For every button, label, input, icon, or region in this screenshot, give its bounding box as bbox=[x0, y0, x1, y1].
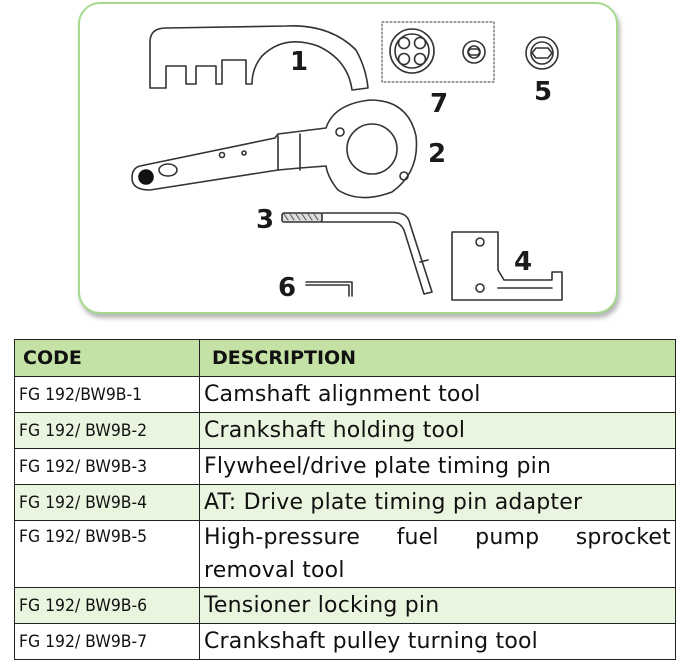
part-code: FG 192/ BW9B-3 bbox=[14, 448, 200, 485]
tool-number-2: 2 bbox=[428, 139, 446, 169]
part-code: FG 192/ BW9B-7 bbox=[14, 623, 200, 660]
part-description: High-pressure fuel pump sprocket removal… bbox=[199, 520, 676, 588]
part-code-text: FG 192/ BW9B-5 bbox=[19, 527, 148, 547]
part-code: FG 192/ BW9B-6 bbox=[14, 587, 200, 624]
crankshaft-holding-tool-drawing bbox=[131, 99, 418, 199]
part-code-text: FG 192/ BW9B-6 bbox=[19, 595, 148, 616]
parts-table: CODE DESCRIPTION FG 192/BW9B-1 Camshaft … bbox=[14, 339, 676, 660]
part-code: FG 192/BW9B-1 bbox=[14, 376, 200, 413]
camshaft-alignment-tool-drawing bbox=[149, 25, 369, 91]
part-description: Crankshaft holding tool bbox=[199, 412, 676, 449]
tool-number-5: 5 bbox=[534, 77, 552, 107]
table-row: FG 192/ BW9B-7 Crankshaft pulley turning… bbox=[14, 623, 676, 660]
code-column-header: CODE bbox=[14, 339, 200, 377]
crankshaft-pulley-turning-tool-drawing bbox=[381, 21, 495, 83]
part-code: FG 192/ BW9B-5 bbox=[14, 520, 200, 588]
tool-illustration: 1 2 3 4 5 6 7 bbox=[131, 21, 563, 303]
tool-number-4: 4 bbox=[514, 247, 532, 277]
part-code-text: FG 192/ BW9B-4 bbox=[19, 492, 148, 513]
table-row: FG 192/BW9B-1 Camshaft alignment tool bbox=[14, 376, 676, 413]
part-description: AT: Drive plate timing pin adapter bbox=[199, 484, 676, 521]
tool-number-6: 6 bbox=[278, 273, 296, 303]
part-description: Crankshaft pulley turning tool bbox=[199, 623, 676, 660]
table-row: FG 192/ BW9B-2 Crankshaft holding tool bbox=[14, 412, 676, 449]
tool-number-1: 1 bbox=[290, 47, 308, 77]
table-row: FG 192/ BW9B-6 Tensioner locking pin bbox=[14, 587, 676, 624]
part-description: Tensioner locking pin bbox=[199, 587, 676, 624]
tool-number-7: 7 bbox=[430, 89, 448, 119]
description-column-header: DESCRIPTION bbox=[199, 339, 676, 377]
part-description: Camshaft alignment tool bbox=[199, 376, 676, 413]
part-code-text: FG 192/ BW9B-3 bbox=[19, 456, 148, 477]
tool-numbers: 1 2 3 4 5 6 7 bbox=[256, 47, 552, 303]
table-row: FG 192/ BW9B-5 High-pressure fuel pump s… bbox=[14, 520, 676, 588]
sprocket-removal-socket-drawing bbox=[525, 36, 559, 70]
drive-plate-timing-pin-adapter-drawing bbox=[451, 231, 563, 301]
table-row: FG 192/ BW9B-4 AT: Drive plate timing pi… bbox=[14, 484, 676, 521]
part-code: FG 192/ BW9B-4 bbox=[14, 484, 200, 521]
part-code-text: FG 192/BW9B-1 bbox=[19, 384, 143, 405]
tensioner-locking-pin-drawing bbox=[305, 281, 353, 297]
table-row: FG 192/ BW9B-3 Flywheel/drive plate timi… bbox=[14, 448, 676, 485]
part-description: Flywheel/drive plate timing pin bbox=[199, 448, 676, 485]
flywheel-timing-pin-drawing bbox=[281, 212, 433, 295]
table-header-row: CODE DESCRIPTION bbox=[14, 339, 676, 377]
part-code: FG 192/ BW9B-2 bbox=[14, 412, 200, 449]
part-code-text: FG 192/ BW9B-7 bbox=[19, 631, 148, 652]
part-code-text: FG 192/ BW9B-2 bbox=[19, 420, 148, 441]
tool-number-3: 3 bbox=[256, 205, 274, 235]
crankshaft-holding-tool-pin bbox=[138, 169, 154, 185]
